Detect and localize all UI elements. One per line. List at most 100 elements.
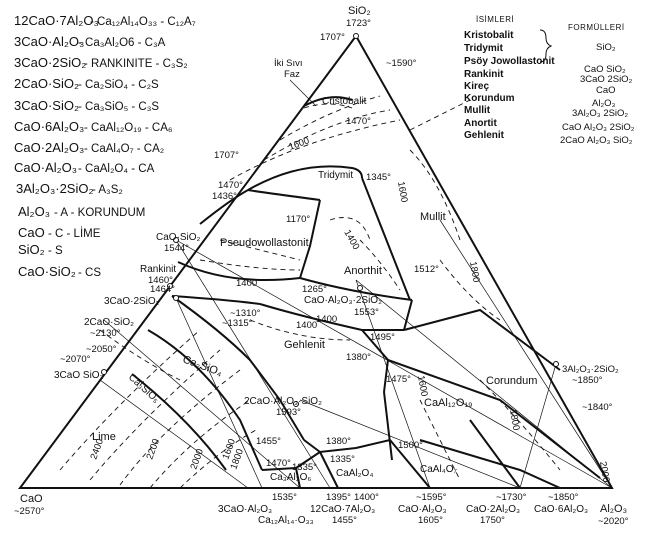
temp-label: 1475° bbox=[386, 374, 411, 385]
abbr-formula: 3CaO·SiO₂ bbox=[14, 98, 79, 113]
isotherm-label: 1600 bbox=[415, 375, 430, 398]
isotherm-label: 1800 bbox=[507, 409, 522, 432]
label-rankinit-t1: 1460° bbox=[148, 275, 173, 286]
temp-label: 1436° bbox=[212, 191, 237, 202]
legend-name: Kireç bbox=[464, 81, 489, 92]
field-iki-sivi-faz-2: Faz bbox=[284, 69, 300, 80]
vertex-top-temp: 1723° bbox=[346, 18, 371, 29]
legend-formula: 3CaO 2SiO₂ bbox=[580, 74, 633, 85]
legend-name: Gehlenit bbox=[464, 130, 505, 141]
label-rankinit-t2: 1464° bbox=[150, 284, 175, 295]
temp-label: ~1590° bbox=[386, 58, 417, 69]
legend-formula: CaO Al₂O₃ 2SiO₂ bbox=[562, 122, 635, 133]
abbr-formula: 3Al₂O₃·2SiO₂ bbox=[16, 181, 94, 196]
field-cristobalit: Cristobalit bbox=[322, 96, 367, 107]
vertex-top-name: SiO₂ bbox=[348, 5, 371, 17]
label-c12a7: 12CaO·7Al₂O₃ bbox=[310, 504, 375, 515]
abbr-mineral: - A - KORUNDUM bbox=[54, 207, 145, 219]
brace-mark bbox=[539, 29, 553, 63]
temp-label: ~1840° bbox=[582, 402, 613, 413]
label-mullite-comp: 3Al₂O₃·2SiO₂ bbox=[562, 364, 619, 375]
abbr-formula: 3CaO·2SiO₂ bbox=[14, 55, 86, 70]
temp-label: 1170° bbox=[286, 214, 310, 225]
legend-name: Psöy Jowollastonit bbox=[464, 56, 555, 67]
temp-label: ~1310° bbox=[230, 308, 261, 319]
abbr-mineral: - Ca₁₂Al₁₄O₃₃ - C₁₂A₇ bbox=[90, 16, 196, 28]
temp-label: 1470° bbox=[266, 458, 291, 469]
legend-name: Rankinit bbox=[464, 69, 504, 80]
abbr-formula: 2CaO·SiO₂ bbox=[14, 76, 79, 91]
compound-point bbox=[553, 361, 559, 367]
field-caal12o19: CaAl₁₂O₁₉ bbox=[424, 397, 472, 409]
tie-lines bbox=[99, 219, 613, 489]
legend-formula: CaO bbox=[596, 85, 616, 96]
abbr-mineral: - S bbox=[48, 245, 63, 257]
isotherm-label: 2000 bbox=[597, 461, 612, 484]
isotherm-label: 1400 bbox=[296, 320, 317, 331]
label-c12a7-mineral: Ca₁₂Al₁₄·O₃₃ bbox=[258, 515, 314, 526]
field-iki-sivi-faz-1: İki Sıvı bbox=[274, 58, 303, 69]
abbr-formula: CaO·Al₂O₃ bbox=[14, 160, 77, 175]
compound-point bbox=[357, 285, 363, 291]
temp-label: 1495° bbox=[370, 332, 395, 343]
isotherm-label: 1400 bbox=[341, 228, 361, 252]
field-gehlenit: Gehlenit bbox=[284, 339, 325, 351]
field-corundum: Corundum bbox=[486, 375, 537, 387]
abbr-mineral: - CS bbox=[78, 267, 101, 279]
label-c3a: 3CaO·Al₂O₃ bbox=[218, 504, 272, 515]
temp-label: 1470° bbox=[218, 180, 243, 191]
label-ca2: CaO·2Al₂O₃ bbox=[466, 504, 520, 515]
label-c2s-temp: ~2130° bbox=[90, 328, 121, 339]
temp-label: 1380° bbox=[346, 352, 371, 363]
temperature-labels: 1707° ~1590° 1707° 1470° 1436° 1345° 117… bbox=[60, 32, 613, 503]
abbr-formula: CaO·6Al₂O₃ bbox=[14, 119, 84, 134]
label-ca2-temp: 1750° bbox=[480, 515, 505, 526]
names-legend: İSİMLERİ FORMÜLLERİ Kristobalit Tridymit… bbox=[464, 15, 635, 146]
legend-name: Korundum bbox=[464, 93, 515, 104]
temp-label: 1707° bbox=[214, 150, 239, 161]
temp-label: 1500° bbox=[398, 440, 423, 451]
legend-name: Tridymit bbox=[464, 43, 504, 54]
abbr-mineral: - Ca₂SiO₄ - C₂S bbox=[78, 79, 159, 91]
legend-name: Mullit bbox=[464, 105, 491, 116]
names-header: İSİMLERİ bbox=[476, 15, 514, 24]
label-c12a7-temp: 1455° bbox=[332, 515, 357, 526]
abbr-mineral: - CaAl₂O₄ - CA bbox=[78, 163, 155, 175]
temp-label: 1345° bbox=[366, 172, 391, 183]
label-c2s: 2CaO·SiO₂ bbox=[84, 317, 134, 328]
vertex-left-name: CaO bbox=[20, 493, 43, 505]
phase-boundaries bbox=[131, 96, 601, 489]
label-c3s: 3CaO SiO₂ bbox=[54, 370, 104, 381]
field-anorthit: Anorthit bbox=[344, 265, 382, 277]
field-pseudowollastonit: Pseudowollastonit bbox=[220, 237, 309, 249]
field-caal2o4: CaAl₂O₄ bbox=[336, 468, 373, 479]
legend-name: Anortit bbox=[464, 118, 497, 129]
legend-formula: 3Al₂O₃ 2SiO₂ bbox=[572, 108, 628, 119]
temp-label: 1335° bbox=[292, 462, 317, 473]
temp-label: ~1595° bbox=[416, 492, 447, 503]
compound-point bbox=[173, 295, 179, 301]
label-gehlenite-comp: 2CaO·Al₂O₃·SiO₂ bbox=[244, 396, 322, 407]
vertex-point bbox=[353, 33, 359, 39]
isotherm-label: 1400 bbox=[316, 314, 337, 325]
abbr-mineral: - Ca₃SiO₅ - C₃S bbox=[78, 101, 159, 113]
temp-label: ~2070° bbox=[60, 354, 91, 365]
field-caal4o7: CaAl₄O₇ bbox=[420, 464, 458, 475]
legend-formula: SiO₂ bbox=[596, 42, 616, 53]
abbr-formula: SiO₂ bbox=[18, 242, 45, 257]
legend-formula: Al₂O₃ bbox=[592, 98, 616, 109]
temp-label: 1380° bbox=[326, 436, 351, 447]
legend-formula: 2CaO Al₂O₃ SiO₂ bbox=[560, 135, 633, 146]
isotherm-label: 2200 bbox=[144, 437, 162, 461]
temp-label: 1512° bbox=[414, 264, 439, 275]
abbr-mineral: - RANKINITE - C₃S₂ bbox=[84, 58, 188, 70]
abbr-formula: 12CaO·7Al₂O₃ bbox=[14, 13, 99, 28]
abbr-formula: CaO bbox=[18, 225, 45, 240]
abbr-mineral: - C - LİME bbox=[48, 227, 101, 240]
isotherm-label: 1470° bbox=[346, 116, 371, 127]
abbr-mineral: - CaAl₁₂O₁₉ - CA₆ bbox=[84, 122, 173, 134]
vertex-right-temp: ~2020° bbox=[598, 516, 629, 527]
temp-label: ~1850° bbox=[548, 492, 579, 503]
temp-label: ~1315° bbox=[222, 318, 253, 329]
